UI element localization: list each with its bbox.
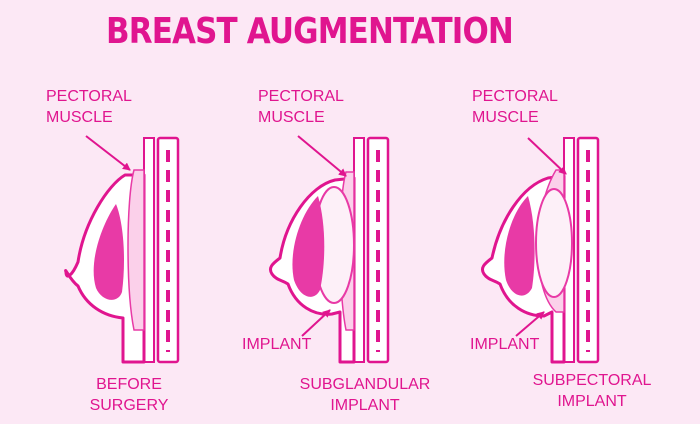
implant: [535, 188, 573, 298]
caption-subglandular: SUBGLANDULAR IMPLANT: [299, 376, 431, 414]
implant-arrow: [515, 311, 545, 337]
pectoral-muscle-label-2: PECTORAL MUSCLE: [258, 88, 344, 126]
implant-label-3: IMPLANT: [470, 336, 540, 353]
implant-arrow: [301, 309, 331, 337]
breast-tissue: [93, 204, 124, 300]
breast-tissue: [292, 196, 325, 297]
chest-wall: [352, 136, 390, 364]
pectoral-muscle: [127, 169, 145, 331]
muscle-arrow: [297, 135, 347, 177]
muscle-arrow: [85, 135, 131, 171]
caption-before-surgery: BEFORE SURGERY: [89, 376, 169, 414]
page-title: BREAST AUGMENTATION: [106, 11, 514, 52]
pectoral-muscle-label-1: PECTORAL MUSCLE: [46, 88, 132, 126]
panel-before-surgery: [64, 135, 180, 364]
implant-label-2: IMPLANT: [242, 336, 312, 353]
chest-wall: [142, 136, 180, 364]
caption-subpectoral: SUBPECTORAL IMPLANT: [532, 372, 652, 410]
pectoral-muscle-label-3: PECTORAL MUSCLE: [472, 88, 558, 126]
panel-subglandular: [268, 135, 390, 364]
panel-subpectoral: [480, 136, 600, 364]
breast-tissue: [504, 196, 535, 296]
muscle-arrow: [527, 137, 567, 175]
